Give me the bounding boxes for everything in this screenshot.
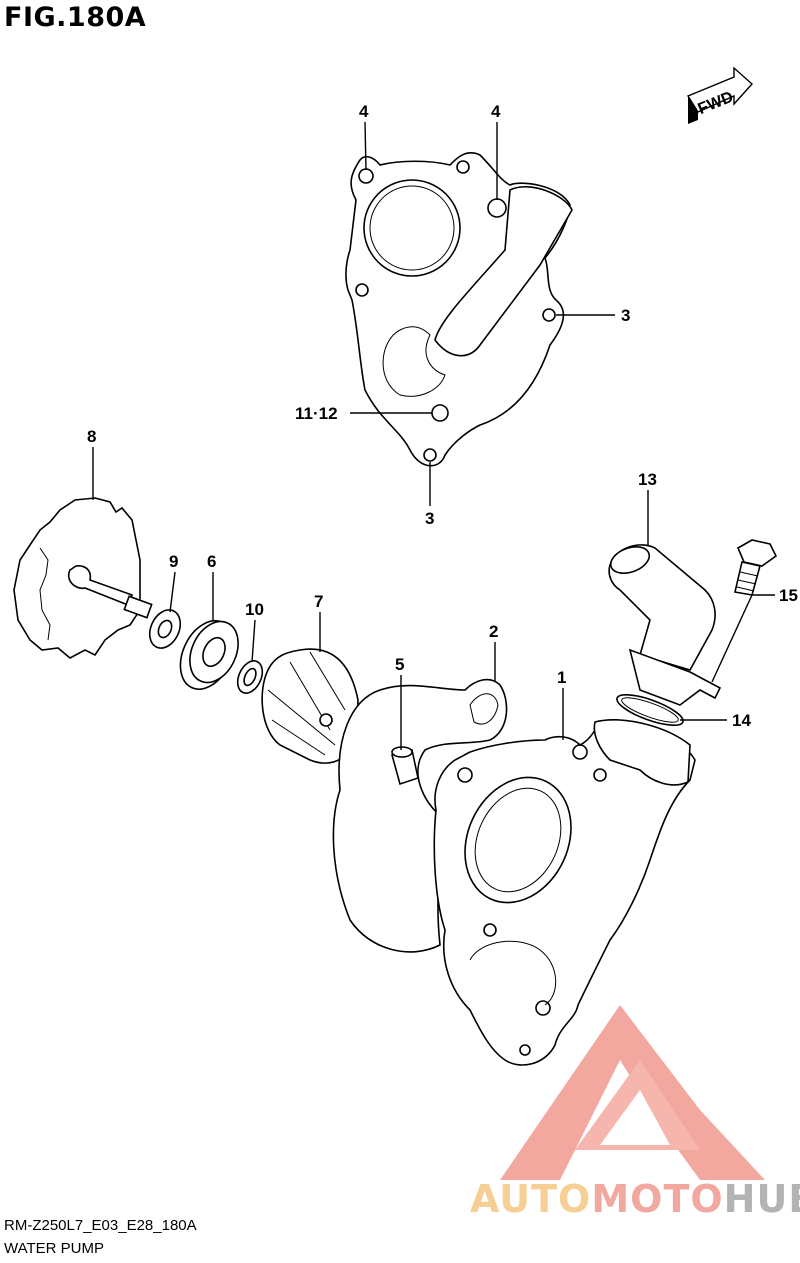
callout-3a: 3 bbox=[621, 306, 630, 325]
callout-7: 7 bbox=[314, 592, 323, 611]
callout-4a: 4 bbox=[359, 102, 369, 121]
pump-cover bbox=[345, 152, 573, 467]
watermark-part1: AUTO bbox=[470, 1177, 592, 1221]
callout-14: 14 bbox=[732, 711, 751, 730]
figure-title: FIG.180A bbox=[4, 2, 147, 33]
leader-lines bbox=[92, 121, 775, 750]
fwd-arrow-icon: FWD bbox=[686, 66, 753, 124]
watermark-logo bbox=[500, 1005, 765, 1180]
diagram-code: RM-Z250L7_E03_E28_180A bbox=[4, 1217, 197, 1234]
diagram-name: WATER PUMP bbox=[4, 1240, 104, 1257]
bolt-15 bbox=[734, 539, 778, 596]
callout-3b: 3 bbox=[425, 509, 434, 528]
callout-9: 9 bbox=[169, 552, 178, 571]
callout-11-12: 11·12 bbox=[295, 404, 338, 423]
callout-13: 13 bbox=[638, 470, 657, 489]
callout-labels: 4 4 3 11·12 3 8 9 6 10 7 2 5 1 13 14 15 bbox=[87, 102, 798, 730]
seal-6 bbox=[179, 620, 239, 690]
watermark-text: AUTOMOTOHUB bbox=[470, 1177, 800, 1221]
dowel-pin-5 bbox=[391, 746, 419, 786]
pump-body-1 bbox=[433, 719, 696, 1066]
callout-4b: 4 bbox=[491, 102, 501, 121]
elbow-13 bbox=[608, 544, 722, 706]
callout-15: 15 bbox=[779, 586, 798, 605]
impeller-7 bbox=[261, 648, 359, 764]
callout-2: 2 bbox=[489, 622, 498, 641]
callout-6: 6 bbox=[207, 552, 216, 571]
callout-10: 10 bbox=[245, 600, 264, 619]
gear-part bbox=[13, 497, 153, 659]
callout-5: 5 bbox=[395, 655, 404, 674]
oring-14 bbox=[616, 693, 684, 727]
washer-9 bbox=[148, 609, 182, 649]
oring-10 bbox=[236, 660, 264, 694]
callout-8: 8 bbox=[87, 427, 96, 446]
watermark-part2: MOTO bbox=[591, 1177, 724, 1221]
watermark-part3: HUB bbox=[723, 1177, 800, 1221]
callout-1: 1 bbox=[557, 668, 566, 687]
